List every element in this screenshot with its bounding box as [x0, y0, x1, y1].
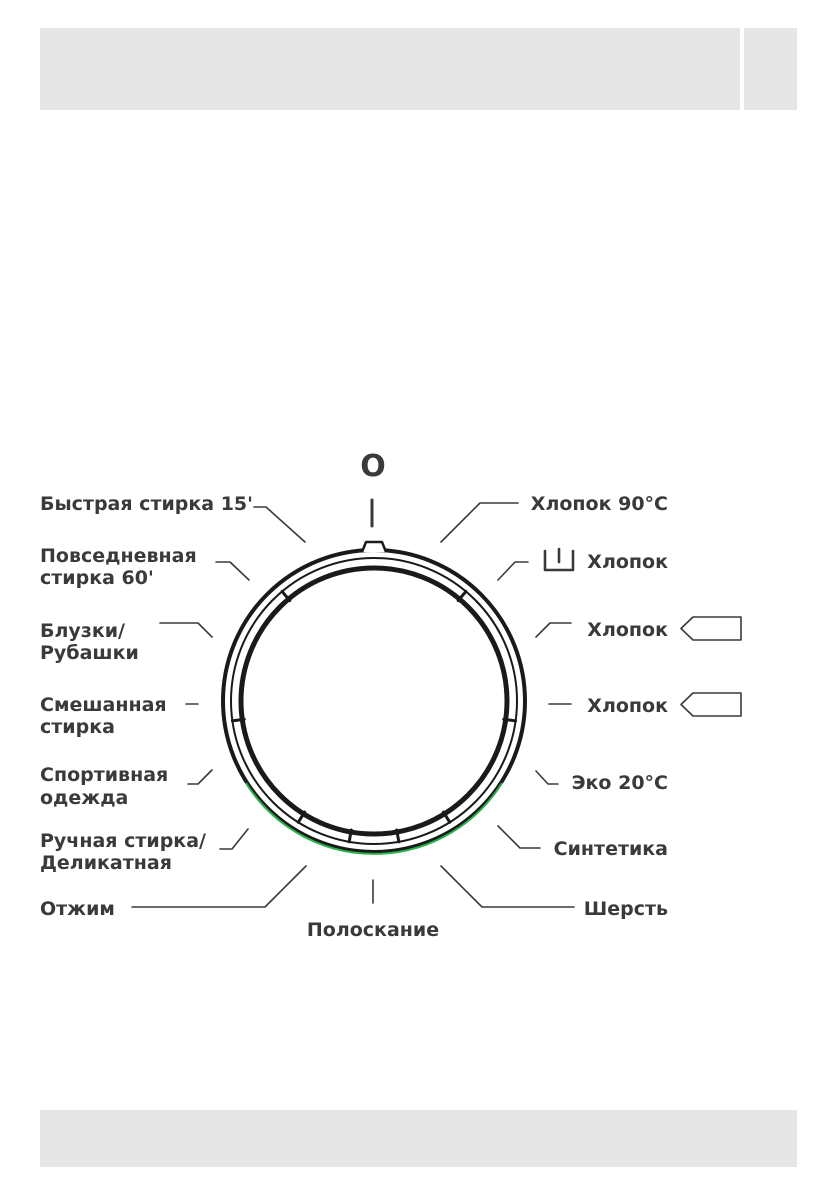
knob-mid-ring [230, 557, 518, 845]
leader-line [497, 825, 541, 849]
program-sports[interactable]: Спортивная одежда [40, 764, 213, 809]
program-label: Повседневная [40, 545, 197, 567]
knob-notch [441, 810, 452, 824]
header-page-box [744, 28, 797, 110]
leader-line [253, 506, 306, 543]
leader-line [535, 622, 572, 638]
knob-notch [395, 828, 401, 844]
knob-center [247, 574, 501, 828]
leader-line [215, 561, 250, 581]
knob-inner-ring [238, 565, 510, 837]
program-label: стирка [40, 716, 115, 738]
program-mixed[interactable]: Смешанная стирка [40, 694, 199, 738]
program-label: Ручная стирка/ [40, 830, 206, 852]
knob-notch [347, 828, 353, 844]
leader-line [440, 865, 575, 908]
program-quick15[interactable]: Быстрая стирка 15' [40, 493, 306, 543]
program-daily60[interactable]: Повседневная стирка 60' [40, 545, 250, 589]
footer-band [40, 1110, 797, 1167]
program-spin[interactable]: Отжим [40, 865, 307, 920]
program-label: Хлопок [587, 619, 668, 641]
program-label: стирка 60' [40, 567, 154, 589]
program-blouses[interactable]: Блузки/ Рубашки [40, 620, 213, 664]
leader-line [497, 561, 529, 581]
prewash-tub-icon [543, 547, 575, 572]
knob-accent-arc [245, 782, 503, 855]
program-cotton90[interactable]: Хлопок 90°C [440, 493, 668, 543]
leader-line [187, 769, 213, 785]
knob-notches [230, 589, 518, 844]
leader-line [535, 770, 559, 785]
knob-notch [280, 589, 292, 603]
leader-line [159, 622, 213, 638]
off-symbol: O [360, 449, 386, 484]
leader-line [219, 828, 249, 850]
program-rinse[interactable]: Полоскание [307, 879, 439, 941]
program-label: Рубашки [40, 642, 139, 664]
program-label: Быстрая стирка 15' [40, 493, 253, 515]
program-label: Синтетика [554, 838, 668, 860]
knob-notch [230, 717, 246, 723]
program-label: Деликатная [40, 852, 172, 874]
program-cotton-tag2[interactable]: Хлопок [548, 692, 742, 717]
tag-icon [680, 616, 742, 641]
knob-notch [502, 717, 518, 723]
tag-icon [680, 692, 742, 717]
knob-pointer [360, 540, 388, 553]
program-label: Хлопок 90°C [531, 493, 668, 515]
program-label: Шерсть [584, 898, 668, 920]
leader-line [131, 865, 307, 908]
program-label: Блузки/ [40, 620, 125, 642]
program-label: Хлопок [587, 695, 668, 717]
header-band [40, 28, 740, 110]
program-label: Полоскание [307, 919, 439, 941]
program-label: Спортивная [40, 764, 168, 786]
program-label: Хлопок [587, 551, 668, 573]
program-label: Смешанная [40, 694, 167, 716]
program-cotton-tag1[interactable]: Хлопок [535, 616, 742, 641]
leader-line [440, 502, 519, 543]
knob-notch [456, 589, 468, 603]
program-label: Отжим [40, 898, 115, 920]
program-cotton-prewash[interactable]: Хлопок [497, 547, 668, 581]
program-knob[interactable] [221, 540, 527, 855]
program-eco20[interactable]: Эко 20°C [535, 770, 668, 794]
program-wool[interactable]: Шерсть [440, 865, 668, 920]
program-label: Эко 20°C [572, 772, 668, 794]
program-synthetics[interactable]: Синтетика [497, 825, 668, 860]
knob-notch [296, 810, 307, 824]
program-label: одежда [40, 787, 128, 809]
program-handwash[interactable]: Ручная стирка/ Деликатная [40, 828, 249, 874]
